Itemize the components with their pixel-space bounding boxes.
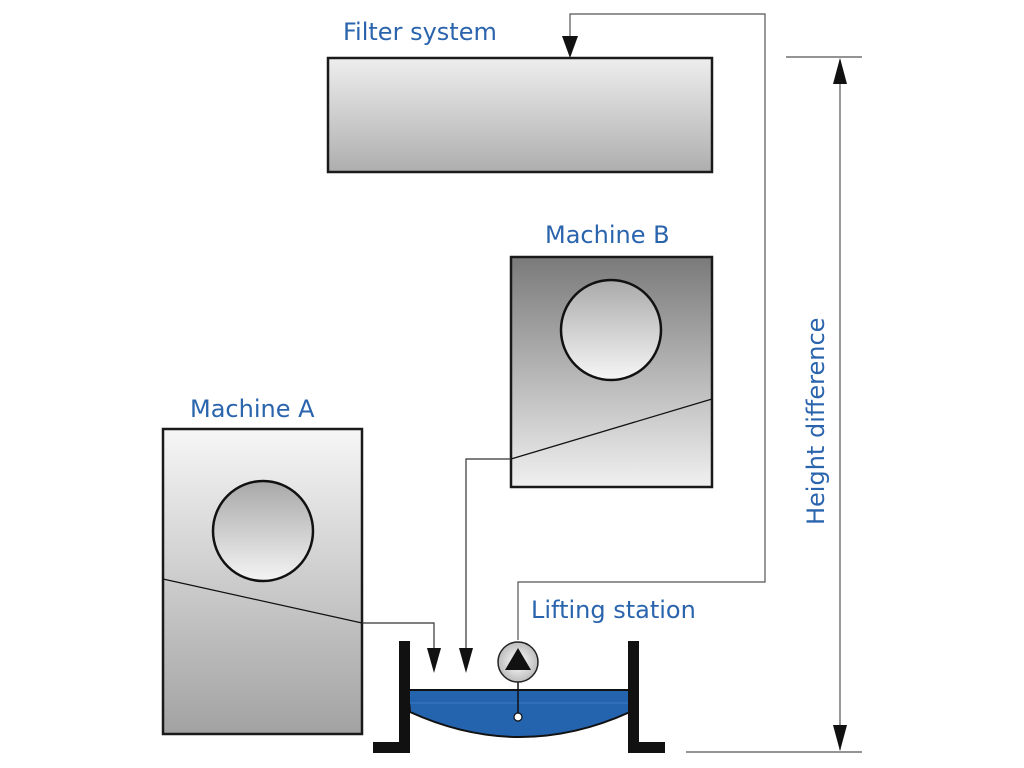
height-difference-label: Height difference: [802, 318, 830, 525]
machine-b-drum-icon: [559, 278, 663, 382]
tank-left-wall: [373, 641, 410, 753]
dimension-arrow-down-icon: [833, 725, 847, 751]
machine-a-label: Machine A: [190, 395, 315, 423]
machine-b-label: Machine B: [545, 221, 670, 249]
machine-b: [509, 255, 714, 489]
machine-b-drain-line: [465, 458, 511, 655]
machine-a-drain-arrow-icon: [427, 648, 441, 673]
lifting-station-label: Lifting station: [531, 596, 696, 624]
machine-b-fluid-level: [510, 398, 713, 460]
machine-a-drain-line: [362, 622, 435, 655]
dimension-arrow-up-icon: [833, 58, 847, 84]
filter-system-box: [326, 56, 714, 174]
pump: [497, 641, 539, 722]
machine-a: [161, 427, 364, 736]
filter-inlet-arrow-icon: [562, 36, 578, 58]
height-difference-dimension: [686, 56, 862, 753]
machine-a-fluid-level: [162, 578, 363, 624]
pump-inlet-point: [513, 712, 523, 722]
filter-system: [326, 56, 714, 174]
pump-direction-arrow-icon: [505, 648, 531, 670]
tank-right-wall: [628, 641, 665, 753]
machine-b-drain-arrow-icon: [459, 648, 473, 673]
machine-a-drum-icon: [211, 479, 315, 583]
return-pipe-line: [517, 13, 766, 640]
filter-system-label: Filter system: [343, 18, 497, 46]
